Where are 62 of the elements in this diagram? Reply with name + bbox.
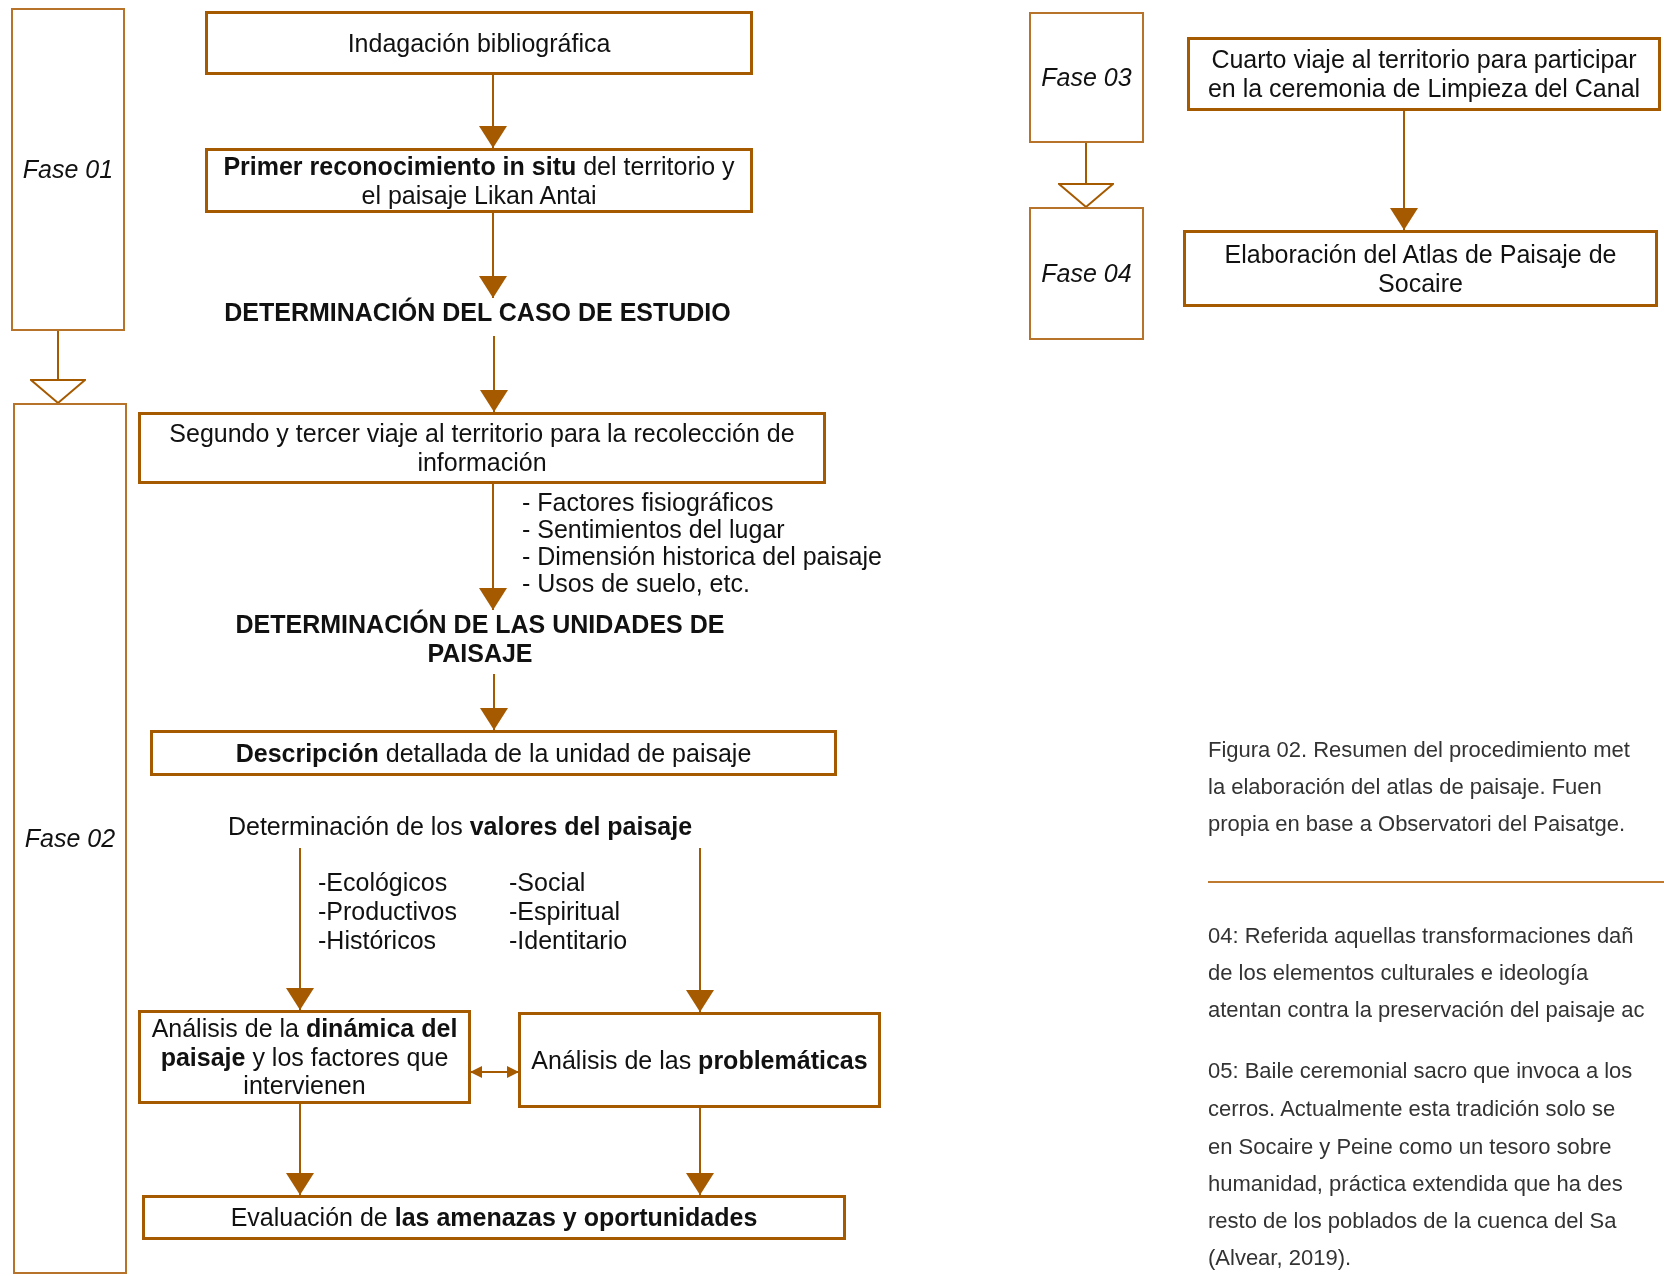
caption-text: la elaboración del atlas de paisaje. Fuen — [1208, 774, 1602, 800]
step-text: Evaluación de las amenazas y oportunidades — [230, 1203, 758, 1232]
phase-box — [11, 8, 125, 331]
step-text: Análisis de las problemáticas — [531, 1045, 868, 1075]
list-item: -Espiritual — [509, 897, 621, 926]
list-item: - Usos de suelo, etc. — [522, 569, 750, 598]
arrow — [286, 1103, 314, 1196]
phase-label: Fase 02 — [24, 824, 116, 853]
phase-box — [1029, 12, 1144, 143]
process-box — [150, 730, 837, 776]
arrow — [686, 847, 714, 1013]
footnote-text: en Socaire y Peine como un tesoro sobre — [1208, 1134, 1612, 1160]
footnote-text: resto de los poblados de la cuenca del Sa — [1208, 1208, 1617, 1234]
phase-label: Fase 01 — [22, 155, 114, 184]
stage-heading: DETERMINACIÓN DEL CASO DE ESTUDIO — [200, 298, 755, 336]
arrow — [686, 1107, 714, 1196]
process-box — [138, 412, 826, 484]
footnote-text: 04: Referida aquellas transformaciones dañ — [1208, 923, 1634, 949]
step-text: Indagación bibliográfica — [347, 28, 611, 58]
footnote-text: 05: Baile ceremonial sacro que invoca a los — [1208, 1058, 1633, 1084]
step-text: Determinación de los valores del paisaje — [200, 812, 720, 848]
footnote-text: atentan contra la preservación del paisaje ac — [1208, 997, 1645, 1023]
arrow — [480, 673, 508, 731]
phase-label: Fase 04 — [1041, 259, 1132, 288]
process-box — [205, 11, 753, 75]
process-box — [518, 1012, 881, 1108]
step-text: Descripción detallada de la unidad de paisaje — [235, 738, 752, 768]
list-item: -Social — [509, 868, 586, 897]
double-arrow — [470, 1066, 519, 1078]
caption-text: Figura 02. Resumen del procedimiento met — [1208, 737, 1630, 763]
caption-text: propia en base a Observatori del Paisatge. — [1208, 811, 1626, 837]
process-box — [1187, 37, 1661, 111]
arrow — [479, 483, 507, 611]
arrow — [1390, 110, 1418, 231]
arrow — [479, 212, 507, 299]
list-item: -Históricos — [318, 926, 437, 955]
list-item: -Identitario — [509, 926, 628, 955]
footnote-text: (Alvear, 2019). — [1208, 1245, 1352, 1271]
list-item: - Factores fisiográficos — [522, 488, 774, 517]
phase-box — [13, 403, 127, 1274]
footnote-text: cerros. Actualmente esta tradición solo se — [1208, 1096, 1616, 1122]
arrow — [286, 847, 314, 1011]
step-text: Elaboración del Atlas de Paisaje de Socaire — [1223, 239, 1618, 298]
phase-box — [1029, 207, 1144, 340]
list-item: - Dimensión historica del paisaje — [522, 542, 882, 571]
step-text: Primer reconocimiento in situ del territorio y el paisaje Likan Antai — [222, 151, 736, 210]
step-text: Análisis de la dinámica del paisaje y los factores que intervienen — [150, 1013, 459, 1101]
process-box — [1183, 230, 1658, 307]
footnote-text: de los elementos culturales e ideología — [1208, 960, 1589, 986]
list-item: - Sentimientos del lugar — [522, 515, 785, 544]
process-box — [142, 1195, 846, 1240]
arrow — [30, 330, 86, 404]
list-item: -Ecológicos — [318, 868, 448, 897]
stage-heading: DETERMINACIÓN DE LAS UNIDADES DE PAISAJE — [200, 610, 760, 674]
phase-label: Fase 03 — [1041, 63, 1132, 92]
arrow — [1058, 142, 1114, 208]
arrow — [480, 335, 508, 413]
step-text: Cuarto viaje al territorio para participar en la ceremonia de Limpieza del Canal — [1206, 45, 1642, 103]
arrow — [479, 74, 507, 149]
list-item: -Productivos — [318, 897, 457, 926]
step-text: Segundo y tercer viaje al territorio para la recolección de información — [168, 419, 796, 477]
footnote-text: humanidad, práctica extendida que ha des — [1208, 1171, 1623, 1197]
